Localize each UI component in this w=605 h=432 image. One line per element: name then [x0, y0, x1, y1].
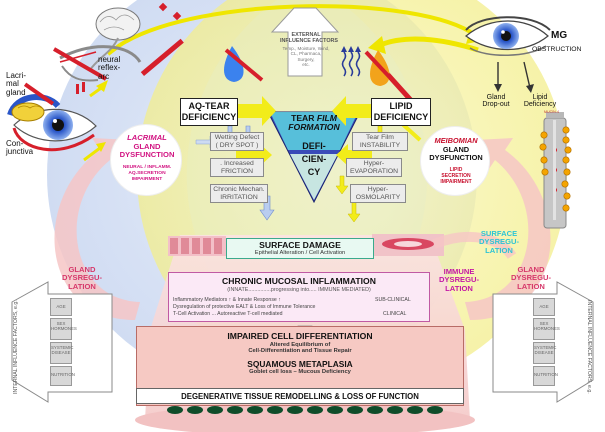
- chronic-inflammation-box: CHRONIC MUCOSAL INFLAMMATION (INNATE....…: [168, 272, 430, 322]
- mg-cylinder-label: MUCIN-4: [544, 110, 559, 114]
- internal-right-systemic-disease: SYSTEMIC DISEASE: [533, 342, 556, 364]
- gland-dropout-label: Gland Drop-out: [482, 94, 510, 109]
- clinical-label: CLINICAL: [383, 311, 407, 317]
- internal-right-age: AGE: [533, 298, 555, 316]
- subclinical-label: SUB-CLINICAL: [375, 297, 411, 303]
- internal-left-systemic-disease: SYSTEMIC DISEASE: [50, 342, 73, 364]
- meibomian-dysfunction-circle: MEIBOMIAN GLAND DYSFUNCTION LIPID SECRET…: [420, 126, 490, 196]
- external-details: Temp., Moisture, Wind, CL, Pharmaca, Sur…: [282, 46, 330, 67]
- tear-film-formation-title: TEAR FILM FORMATION: [288, 113, 340, 133]
- lacrimal-gland-label: Lacri- mal gland: [6, 71, 27, 97]
- wetting-defect-box: Wetting Defect( DRY SPOT ): [210, 132, 264, 151]
- mg-obstruction-label: OBSTRUCTION: [532, 46, 582, 53]
- conjunctiva-label: Con- junctiva: [6, 139, 34, 157]
- deficiency-stacked-label: DEFI- CIEN- CY: [301, 141, 327, 178]
- internal-factors-right-label: INTERNAL INFLUENCE FACTORS, e.g.: [586, 300, 592, 394]
- aq-tear-deficiency-box: AQ-TEAR DEFICIENCY: [180, 98, 238, 126]
- internal-right-sex-hormones: SEX HORMONES: [533, 318, 560, 340]
- lacrimal-dysfunction-circle: LACRIMAL GLAND DYSFUNCTION NEURAL / INFL…: [110, 124, 182, 196]
- hyper-evaporation-box: Hyper-EVAPORATION: [346, 158, 402, 177]
- mg-label: MG: [551, 30, 568, 41]
- chronic-irritation-box: Chronic Mechan.IRRITATION: [210, 184, 268, 203]
- internal-factors-left-label: INTERNAL INFLUENCE FACTORS, e.g.: [13, 300, 19, 394]
- internal-left-nutrition: NUTRITION: [50, 366, 75, 386]
- lipid-deficiency-box: LIPID DEFICIENCY: [371, 98, 431, 126]
- internal-left-age: AGE: [50, 298, 72, 316]
- degenerative-remodelling-box: DEGENERATIVE TISSUE REMODELLING & LOSS O…: [136, 388, 464, 404]
- internal-right-nutrition: NUTRITION: [533, 366, 558, 386]
- internal-left-sex-hormones: SEX HORMONES: [50, 318, 77, 340]
- surface-damage-box: SURFACE DAMAGE Epithelial Alteration / C…: [226, 238, 374, 259]
- neural-reflex-arc-label: neural reflex- arc: [98, 55, 121, 81]
- lipid-deficiency-small-label: Lipid Deficiency: [523, 94, 557, 109]
- hyper-osmolarity-box: Hyper-OSMOLARITY: [350, 184, 406, 203]
- external-title: EXTERNAL INFLUENCE FACTORS: [280, 32, 339, 44]
